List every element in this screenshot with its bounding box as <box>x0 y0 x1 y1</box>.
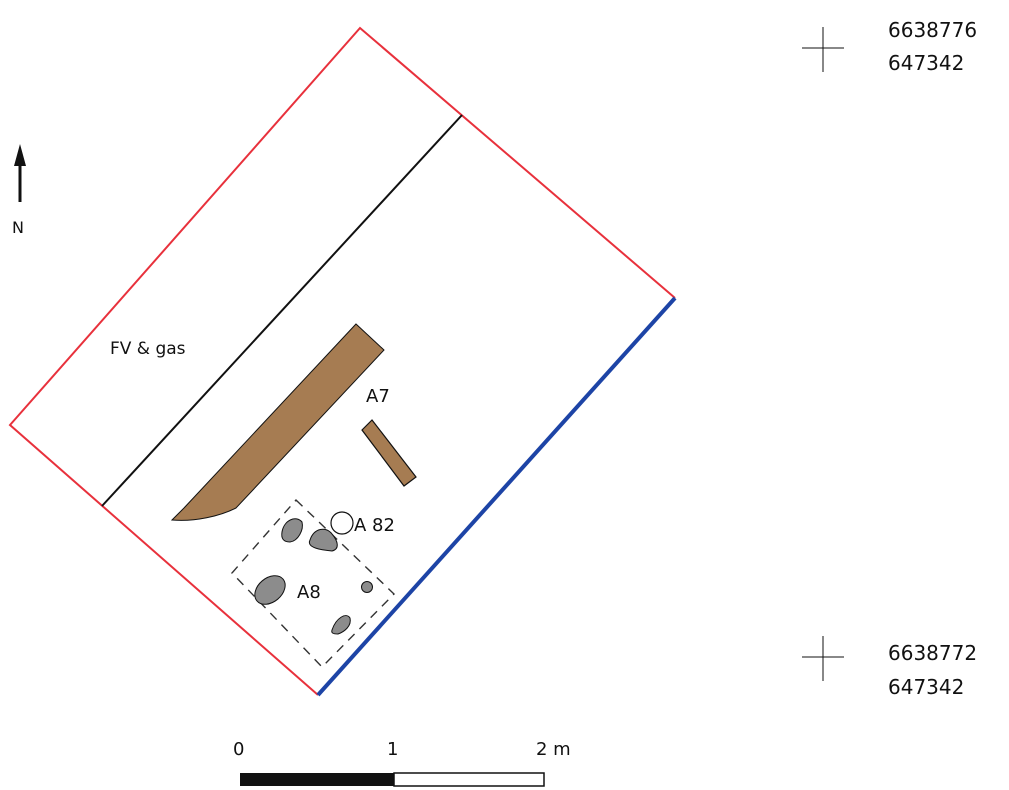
coordinate-marker-top: 6638776 647342 <box>802 18 977 75</box>
scale-bar-white-segment <box>393 772 545 787</box>
stone <box>361 581 373 593</box>
north-arrow-icon <box>14 144 26 166</box>
north-arrow: N <box>12 144 26 237</box>
label-a82: A 82 <box>354 515 395 536</box>
coordinate-north-bottom: 6638772 <box>888 641 977 665</box>
feature-a8-boundary <box>231 498 395 669</box>
coordinate-east-top: 647342 <box>888 51 964 75</box>
stone <box>331 615 351 635</box>
scale-tick-0: 0 <box>233 739 244 760</box>
feature-a82 <box>330 511 354 535</box>
stones <box>254 518 373 635</box>
scale-bar: 0 1 2 m <box>233 739 571 787</box>
coordinate-north-top: 6638776 <box>888 18 977 42</box>
feature-a7 <box>361 419 417 487</box>
stone <box>254 575 286 605</box>
label-utility: FV & gas <box>110 339 186 359</box>
trench-outline <box>8 26 676 696</box>
label-a7: A7 <box>366 386 390 407</box>
stone <box>281 518 303 543</box>
north-label: N <box>12 218 24 237</box>
coordinate-east-bottom: 647342 <box>888 675 964 699</box>
scale-tick-2: 2 m <box>536 739 571 760</box>
label-a8: A8 <box>297 582 321 603</box>
scale-bar-black-segment <box>240 773 394 786</box>
linear-feature <box>170 323 385 521</box>
utility-line <box>101 114 463 507</box>
trench-edge-blue <box>316 296 677 697</box>
coordinate-marker-bottom: 6638772 647342 <box>802 636 977 699</box>
stone <box>308 528 338 552</box>
scale-tick-1: 1 <box>387 739 398 760</box>
